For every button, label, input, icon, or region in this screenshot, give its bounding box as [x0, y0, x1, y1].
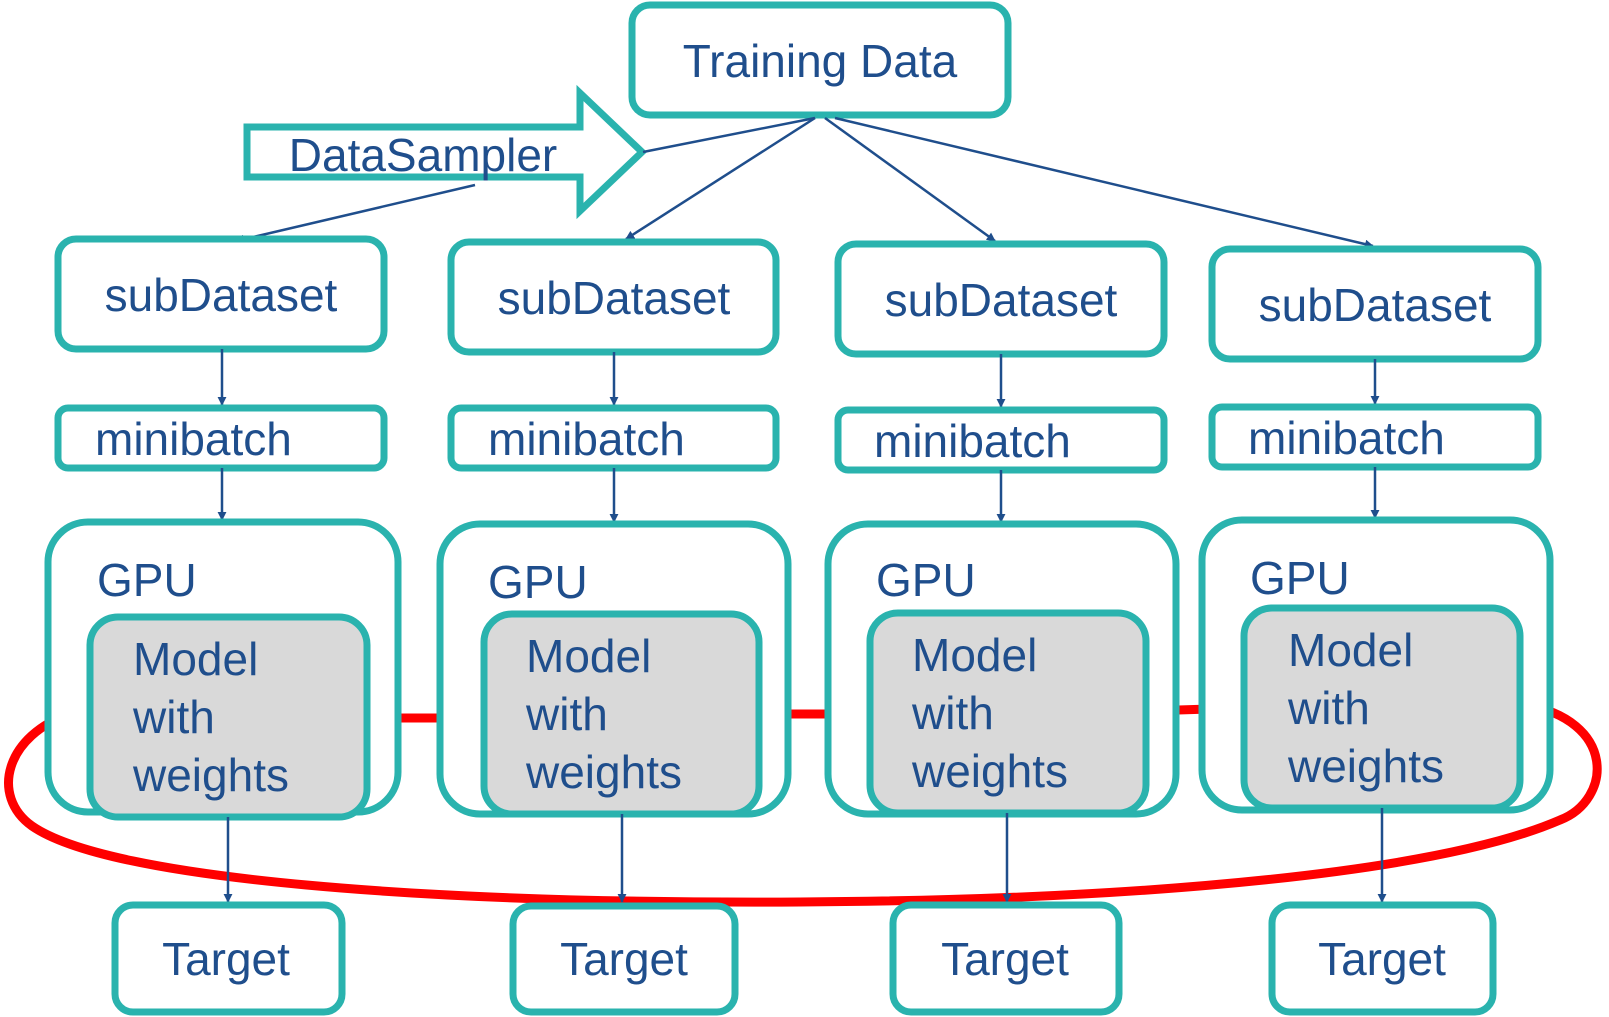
- model-line-3-1: Model: [912, 629, 1037, 681]
- data-sampler-arrow: DataSampler: [243, 84, 648, 220]
- minibatch-label-2: minibatch: [488, 413, 685, 465]
- gpu-label-3: GPU: [876, 554, 976, 606]
- training-data-node: Training Data: [628, 1, 1012, 119]
- model-line-1-2: with: [132, 691, 215, 743]
- subdataset-label-1: subDataset: [105, 269, 338, 321]
- target-label-2: Target: [560, 933, 688, 985]
- minibatch-label-1: minibatch: [95, 413, 292, 465]
- gpu-label-1: GPU: [97, 554, 197, 606]
- gpu-label-4: GPU: [1250, 552, 1350, 604]
- distribution-arrow-2: [625, 116, 816, 241]
- model-line-2-1: Model: [526, 630, 651, 682]
- model-line-2-2: with: [525, 688, 608, 740]
- target-label-4: Target: [1318, 933, 1446, 985]
- distribution-arrow-1: [642, 116, 816, 154]
- model-line-4-2: with: [1287, 682, 1370, 734]
- model-line-1-1: Model: [133, 633, 258, 685]
- column-2: subDataset minibatch GPU Model with weig…: [436, 238, 792, 1016]
- model-text-2: Model with weights: [525, 630, 682, 798]
- data-sampler-label: DataSampler: [289, 129, 557, 181]
- distribution-arrows: [235, 116, 1374, 249]
- column-3: subDataset minibatch GPU Model with weig…: [824, 240, 1180, 1016]
- target-label-3: Target: [941, 933, 1069, 985]
- target-box-4: [1268, 901, 1497, 1016]
- model-line-3-2: with: [911, 687, 994, 739]
- model-line-4-3: weights: [1287, 740, 1444, 792]
- distribution-arrow-4: [834, 116, 1374, 249]
- target-box-3: [889, 901, 1123, 1016]
- model-text-3: Model with weights: [911, 629, 1068, 797]
- model-text-4: Model with weights: [1287, 624, 1444, 792]
- column-4: subDataset minibatch GPU Model with weig…: [1198, 245, 1554, 1016]
- minibatch-label-3: minibatch: [874, 415, 1071, 467]
- target-label-1: Target: [162, 933, 290, 985]
- model-text-1: Model with weights: [132, 633, 289, 801]
- subdataset-label-4: subDataset: [1259, 279, 1492, 331]
- gpu-label-2: GPU: [488, 556, 588, 608]
- target-box-2: [509, 902, 739, 1016]
- minibatch-label-4: minibatch: [1248, 412, 1445, 464]
- model-line-3-3: weights: [911, 745, 1068, 797]
- distribution-arrow-3: [824, 116, 996, 243]
- model-line-1-3: weights: [132, 749, 289, 801]
- ring-arrow-loop: [4, 699, 1602, 907]
- column-1: subDataset minibatch GPU Model with weig…: [44, 235, 402, 1016]
- subdataset-label-2: subDataset: [498, 272, 731, 324]
- subdataset-label-3: subDataset: [885, 274, 1118, 326]
- training-data-label: Training Data: [683, 35, 958, 87]
- model-line-2-3: weights: [525, 746, 682, 798]
- target-box-1: [111, 901, 346, 1016]
- model-line-4-1: Model: [1288, 624, 1413, 676]
- distribution-arrow-1b: [235, 183, 476, 244]
